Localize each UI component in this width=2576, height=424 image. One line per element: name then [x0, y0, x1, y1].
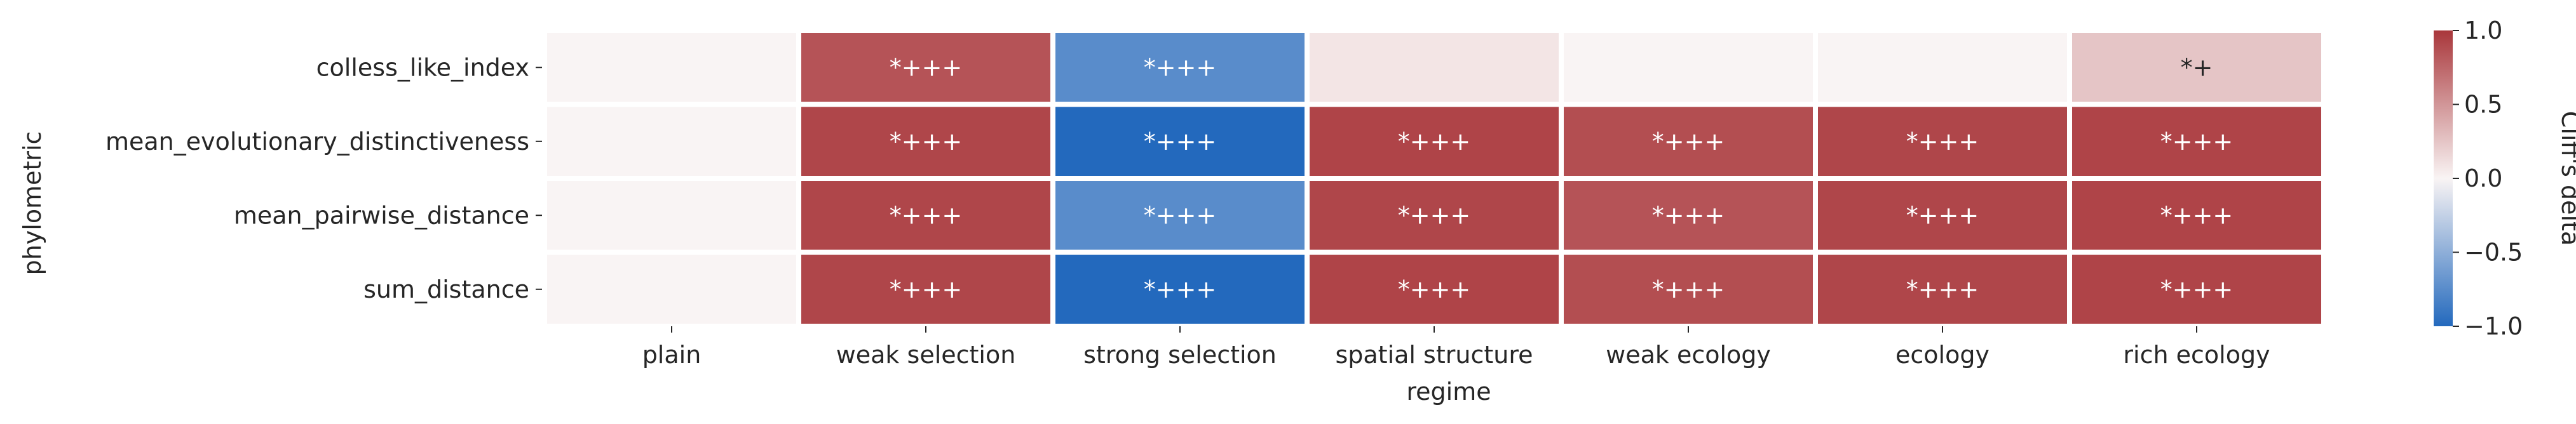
heatmap-cell [1818, 181, 2067, 250]
heatmap-cell [2072, 33, 2321, 102]
colorbar-tick-label: −0.5 [2464, 239, 2523, 267]
cell-annotation: *+++ [1144, 201, 1217, 229]
heatmap-cells [547, 33, 2321, 324]
heatmap-cell [2072, 181, 2321, 250]
heatmap-cell [1818, 255, 2067, 324]
heatmap-cell [801, 107, 1050, 176]
cell-annotation: *+++ [1144, 275, 1217, 303]
heatmap-cell [801, 33, 1050, 102]
cell-annotation: *+++ [1652, 201, 1725, 229]
heatmap-cell [1310, 255, 1559, 324]
heatmap-cell [1818, 33, 2067, 102]
cell-annotation: *+++ [1652, 275, 1725, 303]
heatmap-cell [547, 33, 796, 102]
colorbar-label: Cliff's delta [2556, 111, 2576, 246]
cell-annotation: *+++ [1398, 201, 1471, 229]
x-tick-label: weak ecology [1606, 341, 1771, 369]
cell-annotation: *+++ [1398, 128, 1471, 156]
x-tick-label: weak selection [836, 341, 1016, 369]
x-tick-label: rich ecology [2123, 341, 2270, 369]
cell-annotation: *+++ [1906, 201, 1979, 229]
colorbar-tick-label: 0.5 [2464, 91, 2502, 119]
y-axis-label: phylometric [18, 131, 46, 275]
cell-annotation: *+++ [890, 275, 963, 303]
heatmap-cell [1055, 107, 1305, 176]
heatmap-cell [1564, 181, 1813, 250]
y-tick-label: colless_like_index [316, 53, 529, 81]
heatmap-cell [1310, 181, 1559, 250]
colorbar-tick-label: 1.0 [2464, 17, 2502, 44]
heatmap-cell [1055, 33, 1305, 102]
heatmap-cell [1055, 255, 1305, 324]
cell-annotation: *+++ [890, 128, 963, 156]
x-tick-label: spatial structure [1335, 341, 1533, 369]
x-tick-label: plain [642, 341, 702, 369]
cell-annotation: *+++ [1906, 128, 1979, 156]
cell-annotation: *+++ [890, 201, 963, 229]
y-tick-label: mean_pairwise_distance [234, 201, 529, 229]
heatmap-cell [1564, 255, 1813, 324]
y-tick-label: mean_evolutionary_distinctiveness [105, 128, 529, 156]
cell-annotation: *+++ [1144, 128, 1217, 156]
cell-annotation: *+++ [2160, 128, 2234, 156]
x-tick-labels: plain weak selection strong selection spati… [642, 326, 2270, 369]
cell-annotations: *+++ *+++ *+ *+++ *+++ *+++ *+++ *+++ *+++ *+++ *+… [890, 53, 2234, 303]
x-axis-label: regime [1406, 378, 1491, 406]
cell-annotation: *+++ [2160, 275, 2234, 303]
heatmap-cell [547, 181, 796, 250]
cell-annotation: *+++ [1398, 275, 1471, 303]
colorbar-tick-label: 0.0 [2464, 164, 2502, 192]
x-tick-label: ecology [1895, 341, 1990, 369]
heatmap-cell [547, 107, 796, 176]
heatmap-cell [1055, 181, 1305, 250]
y-tick-label: sum_distance [363, 275, 529, 303]
cell-annotation: *+++ [890, 53, 963, 81]
colorbar [2434, 30, 2453, 326]
heatmap-cell [2072, 255, 2321, 324]
heatmap-cell [1310, 33, 1559, 102]
cell-annotation: *+++ [2160, 201, 2234, 229]
heatmap-cell [1564, 107, 1813, 176]
heatmap-cell [1310, 107, 1559, 176]
cell-annotation: *+++ [1906, 275, 1979, 303]
cell-annotation: *+ [2181, 53, 2213, 81]
heatmap-cell [801, 181, 1050, 250]
heatmap-cell [1818, 107, 2067, 176]
x-tick-label: strong selection [1083, 341, 1277, 369]
heatmap-cell [2072, 107, 2321, 176]
cell-annotation: *+++ [1144, 53, 1217, 81]
cell-annotation: *+++ [1652, 128, 1725, 156]
heatmap-cell [547, 255, 796, 324]
y-tick-labels: colless_like_index mean_evolutionary_dist… [105, 53, 542, 303]
heatmap-cell [1564, 33, 1813, 102]
colorbar-tick-label: −1.0 [2464, 312, 2523, 340]
colorbar-ticks: −1.0 −0.5 0.0 0.5 1.0 [2453, 17, 2523, 340]
heatmap-cell [801, 255, 1050, 324]
